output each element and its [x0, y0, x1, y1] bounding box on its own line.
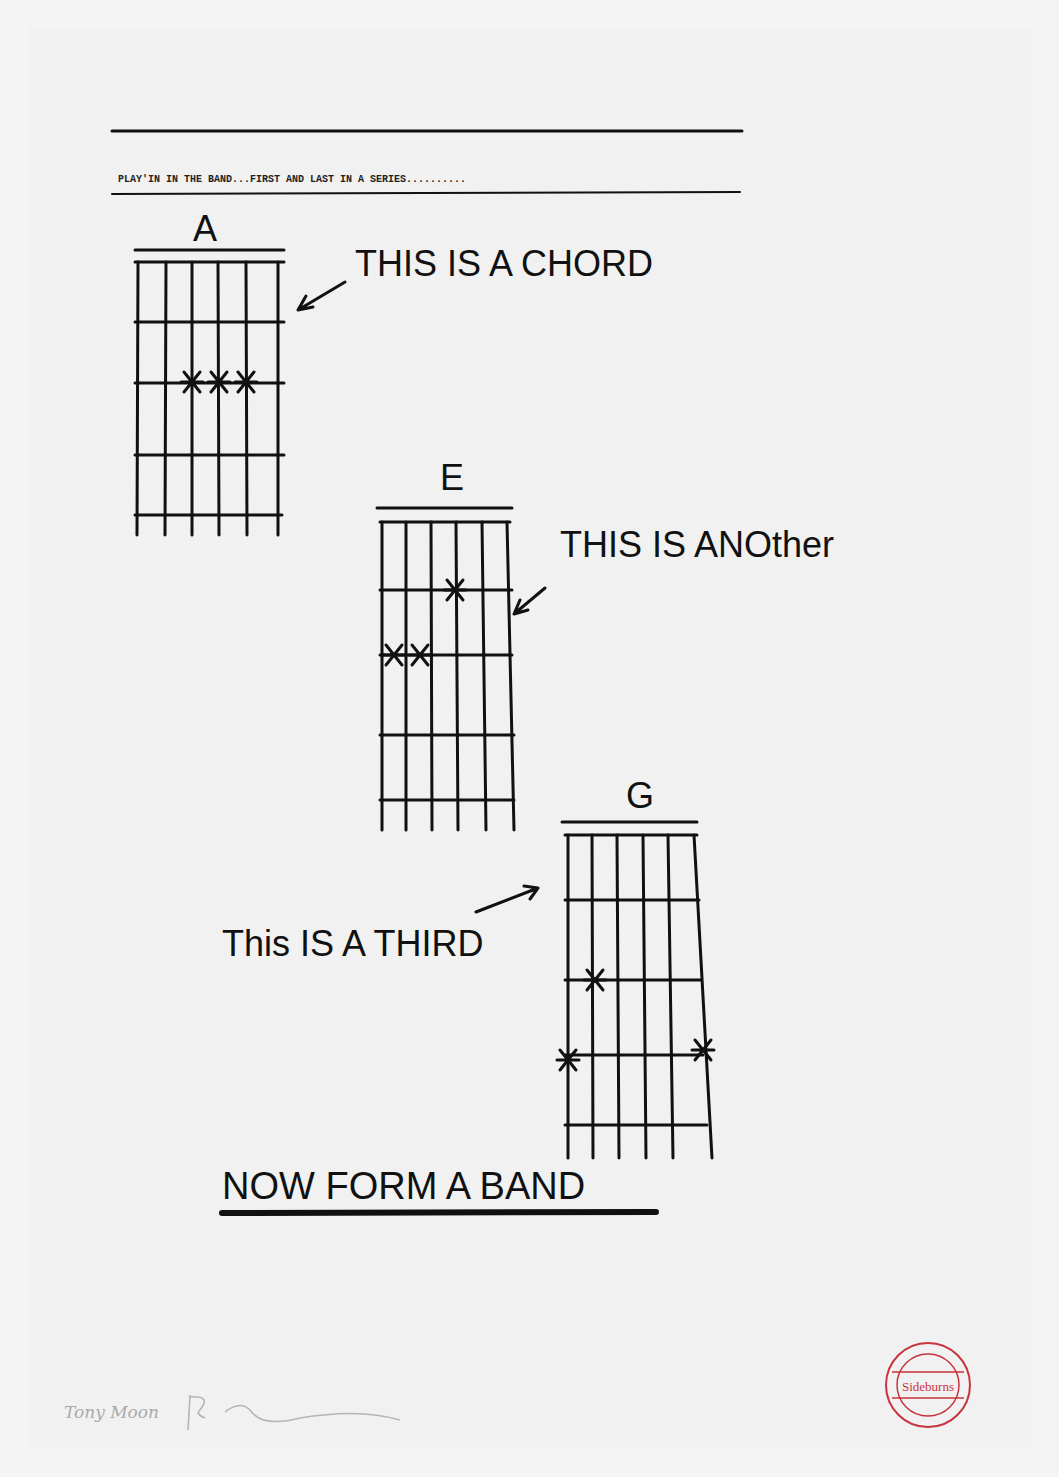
finger-marks-g	[557, 970, 714, 1070]
callout-text: This IS A THIRD	[222, 926, 483, 962]
underline	[222, 1212, 656, 1213]
typed-heading: PLAY'IN IN THE BAND...FIRST AND LAST IN …	[118, 175, 466, 185]
chord-name: A	[193, 211, 217, 247]
chord-grid-g	[562, 822, 712, 1158]
chord-grid-e	[377, 508, 514, 830]
leader-arrow	[298, 282, 345, 310]
chord-grid-a	[135, 250, 284, 535]
callout-text: THIS IS A CHORD	[355, 246, 653, 282]
callout-text: THIS IS ANOther	[560, 527, 834, 563]
finger-marks-a	[181, 372, 257, 392]
page-ground	[28, 28, 1031, 1449]
stamp-text: Sideburns	[902, 1380, 954, 1393]
chord-name: E	[440, 460, 464, 496]
finger-marks-e	[383, 580, 466, 665]
signature: Tony Moon	[64, 1404, 159, 1421]
instruction-text: NOW FORM A BAND	[222, 1167, 585, 1205]
chord-name: G	[626, 778, 654, 814]
stamp	[886, 1343, 970, 1427]
leader-arrow	[514, 588, 545, 614]
leader-arrow	[476, 886, 538, 912]
signature-scribble	[188, 1395, 400, 1430]
